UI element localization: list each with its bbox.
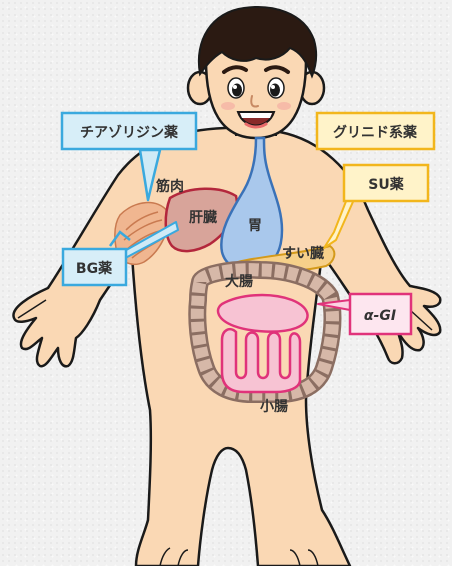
- head: [188, 7, 324, 138]
- stomach-label: 胃: [248, 218, 262, 234]
- su-label: SU薬: [368, 176, 403, 193]
- muscle-label: 筋肉: [156, 178, 184, 195]
- bg-label: BG薬: [76, 260, 112, 277]
- large-intestine-label: 大腸: [225, 273, 253, 290]
- thiazolidine-label: チアゾリジン薬: [80, 124, 178, 141]
- small-intestine-label: 小腸: [260, 398, 288, 415]
- pancreas-label: すい臓: [282, 245, 324, 262]
- glinide-callout: グリニド系薬: [317, 113, 434, 149]
- glinide-label: グリニド系薬: [333, 124, 417, 141]
- liver-label: 肝臓: [189, 209, 217, 226]
- agi-label: α-GI: [364, 308, 396, 324]
